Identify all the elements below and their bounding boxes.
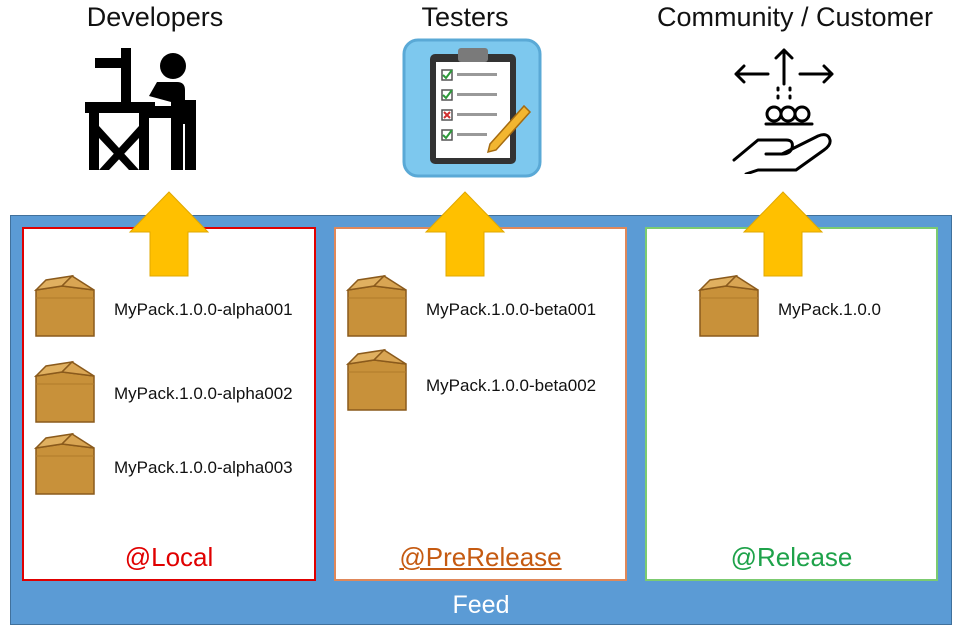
- up-arrow-icon: [742, 191, 824, 277]
- hand-offering-icon: [732, 48, 834, 174]
- feed-label: Feed: [452, 591, 510, 619]
- checklist-clipboard-icon: [402, 38, 542, 178]
- local-panel: @Local: [22, 227, 316, 581]
- prerelease-label: @PreRelease: [399, 542, 562, 572]
- up-arrow-icon: [128, 191, 210, 277]
- up-arrow-icon: [424, 191, 506, 277]
- package-name-beta002: MyPack.1.0.0-beta002: [426, 376, 597, 395]
- package-name-release: MyPack.1.0.0: [778, 300, 881, 319]
- package-box-icon: [345, 274, 407, 337]
- testers-title: Testers: [421, 2, 509, 32]
- release-label: @Release: [730, 542, 853, 572]
- developer-at-desk-icon: [85, 48, 196, 170]
- package-box-icon: [33, 274, 95, 337]
- package-box-icon: [345, 348, 407, 411]
- package-box-icon: [697, 274, 759, 337]
- release-panel: @Release: [645, 227, 938, 581]
- package-name-alpha002: MyPack.1.0.0-alpha002: [114, 384, 293, 403]
- package-box-icon: [33, 432, 95, 495]
- local-label: @Local: [124, 542, 214, 572]
- package-name-alpha003: MyPack.1.0.0-alpha003: [114, 458, 293, 477]
- package-box-icon: [33, 360, 95, 423]
- developers-title: Developers: [86, 2, 224, 32]
- package-name-beta001: MyPack.1.0.0-beta001: [426, 300, 597, 319]
- package-name-alpha001: MyPack.1.0.0-alpha001: [114, 300, 293, 319]
- community-title: Community / Customer: [656, 2, 934, 32]
